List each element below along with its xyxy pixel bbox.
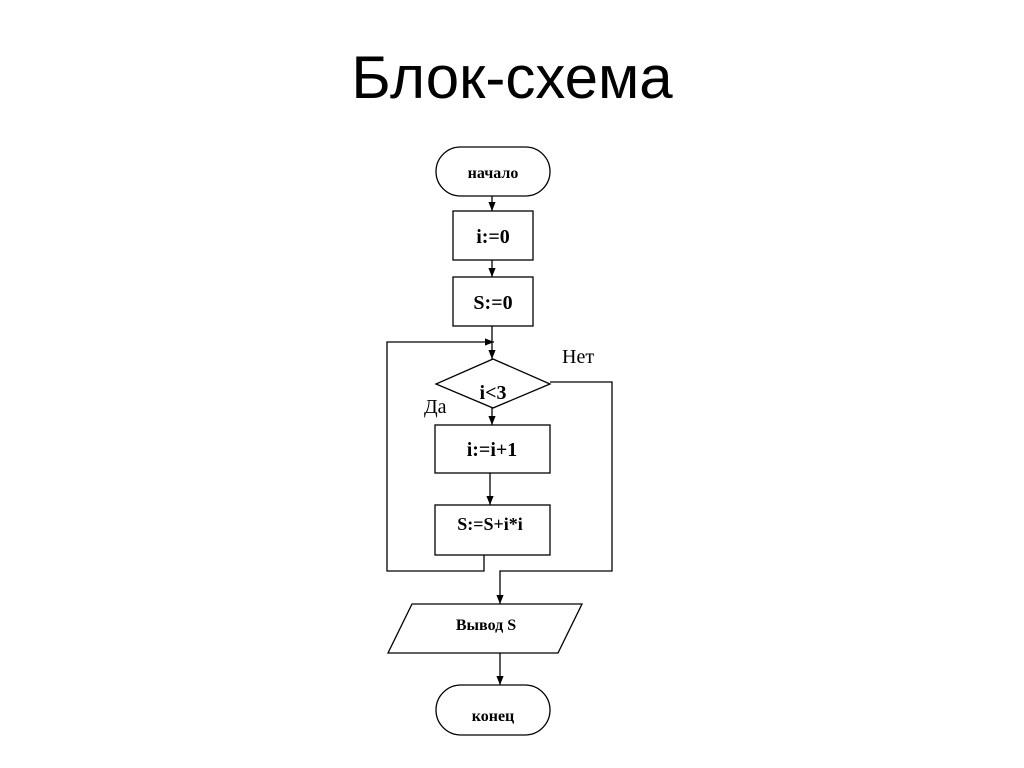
node-output: Вывод S — [386, 603, 584, 654]
edge-label-yes: Да — [424, 396, 447, 418]
node-condition: i<3 — [434, 358, 552, 409]
edge-label-no: Нет — [562, 346, 594, 368]
node-condition-label: i<3 — [480, 382, 507, 404]
node-init-i-label: i:=0 — [476, 226, 510, 248]
node-increment-label: i:=i+1 — [467, 439, 518, 461]
node-accumulate: S:=S+i*i — [434, 504, 551, 556]
node-end: конец — [435, 684, 551, 736]
slide-title: Блок-схема — [351, 44, 673, 111]
node-output-label: Вывод S — [456, 617, 516, 634]
connectors — [386, 196, 613, 685]
node-increment: i:=i+1 — [434, 424, 551, 474]
edge-condition-no — [496, 381, 613, 604]
node-start: начало — [435, 146, 551, 197]
node-start-label: начало — [468, 165, 519, 182]
node-accumulate-label: S:=S+i*i — [457, 514, 523, 534]
node-end-label: конец — [472, 708, 515, 725]
edge-loop-back — [386, 338, 494, 572]
node-init-i: i:=0 — [452, 210, 534, 261]
node-init-s-label: S:=0 — [473, 292, 512, 314]
node-init-s: S:=0 — [452, 276, 534, 327]
